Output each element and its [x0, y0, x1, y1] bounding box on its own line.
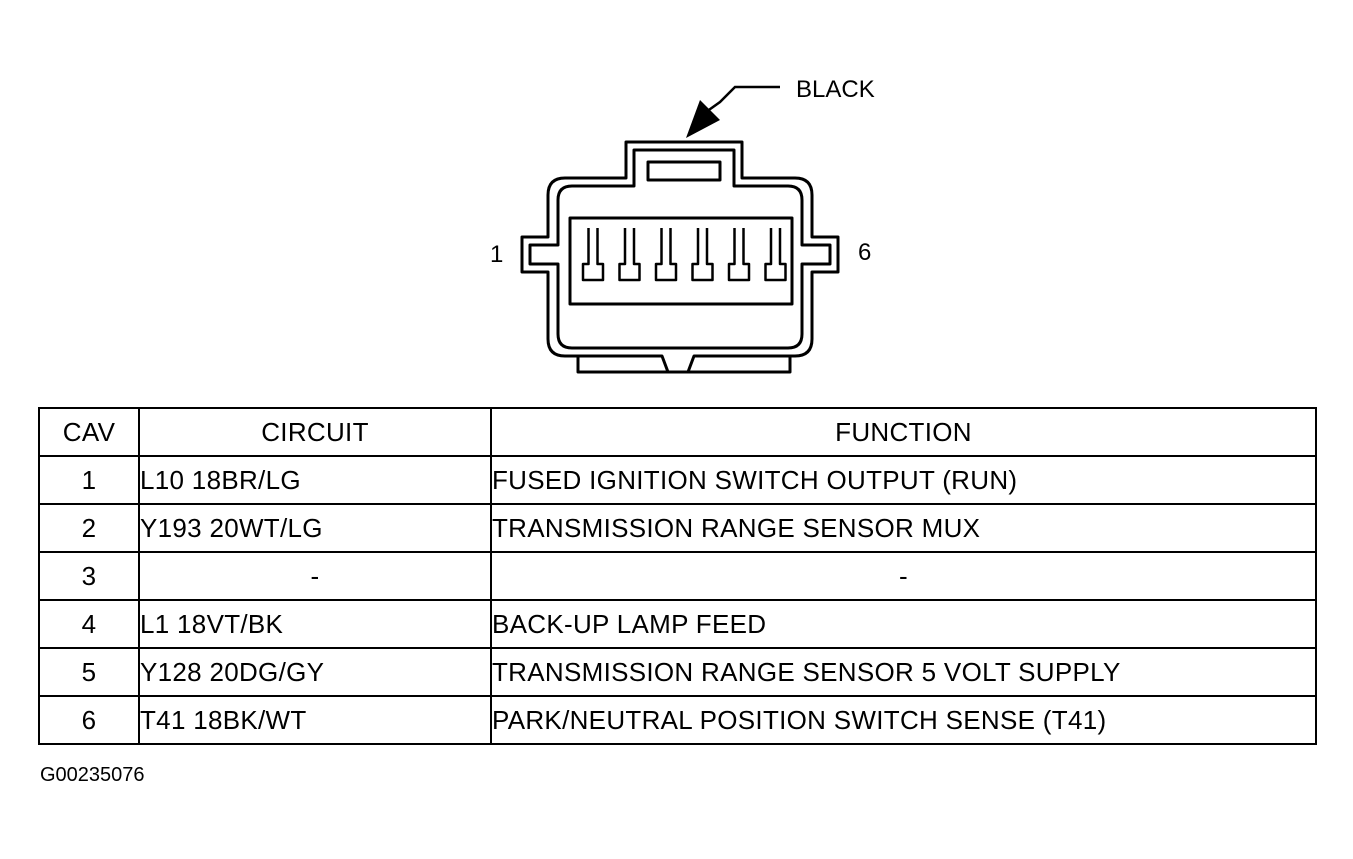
table-row: 6 T41 18BK/WT PARK/NEUTRAL POSITION SWIT…: [38, 695, 1317, 745]
leader-arrowhead: [686, 100, 720, 138]
connector-housing-inner: [528, 148, 832, 350]
circuit-cell: Y193 20WT/LG: [138, 503, 492, 553]
table-row: 3 - -: [38, 551, 1317, 601]
terminal-2: [618, 228, 641, 282]
terminal-3: [654, 228, 678, 282]
function-cell: PARK/NEUTRAL POSITION SWITCH SENSE (T41): [490, 695, 1317, 745]
connector-color-label: BLACK: [796, 76, 875, 103]
table-header-row: CAV CIRCUIT FUNCTION: [38, 407, 1317, 457]
circuit-cell: L1 18VT/BK: [138, 599, 492, 649]
pin-label-last: 6: [858, 239, 871, 266]
circuit-cell: T41 18BK/WT: [138, 695, 492, 745]
function-cell: TRANSMISSION RANGE SENSOR MUX: [490, 503, 1317, 553]
cav-cell: 1: [38, 455, 140, 505]
function-cell: TRANSMISSION RANGE SENSOR 5 VOLT SUPPLY: [490, 647, 1317, 697]
circuit-cell: -: [138, 551, 492, 601]
terminal-window: [568, 216, 794, 306]
header-cav: CAV: [38, 407, 140, 457]
terminal-4: [691, 228, 714, 282]
connector-diagram: BLACK 1 6: [490, 76, 875, 374]
pinout-table: CAV CIRCUIT FUNCTION 1 L10 18BR/LG FUSED…: [38, 407, 1317, 745]
table-row: 2 Y193 20WT/LG TRANSMISSION RANGE SENSOR…: [38, 503, 1317, 553]
function-cell: BACK-UP LAMP FEED: [490, 599, 1317, 649]
cav-cell: 2: [38, 503, 140, 553]
leader-line: [705, 85, 780, 114]
table-row: 5 Y128 20DG/GY TRANSMISSION RANGE SENSOR…: [38, 647, 1317, 697]
table-row: 1 L10 18BR/LG FUSED IGNITION SWITCH OUTP…: [38, 455, 1317, 505]
cav-cell: 6: [38, 695, 140, 745]
terminal-5: [727, 228, 751, 282]
figure-id: G00235076: [40, 764, 145, 786]
circuit-cell: Y128 20DG/GY: [138, 647, 492, 697]
connector-latch: [646, 160, 722, 182]
connector-skirt: [576, 356, 792, 374]
cav-cell: 3: [38, 551, 140, 601]
cav-cell: 4: [38, 599, 140, 649]
header-circuit: CIRCUIT: [138, 407, 492, 457]
function-cell: -: [490, 551, 1317, 601]
terminal-1: [581, 228, 605, 282]
header-function: FUNCTION: [490, 407, 1317, 457]
table-row: 4 L1 18VT/BK BACK-UP LAMP FEED: [38, 599, 1317, 649]
terminal-6: [764, 228, 787, 282]
pin-label-first: 1: [490, 241, 503, 268]
function-cell: FUSED IGNITION SWITCH OUTPUT (RUN): [490, 455, 1317, 505]
circuit-cell: L10 18BR/LG: [138, 455, 492, 505]
cav-cell: 5: [38, 647, 140, 697]
